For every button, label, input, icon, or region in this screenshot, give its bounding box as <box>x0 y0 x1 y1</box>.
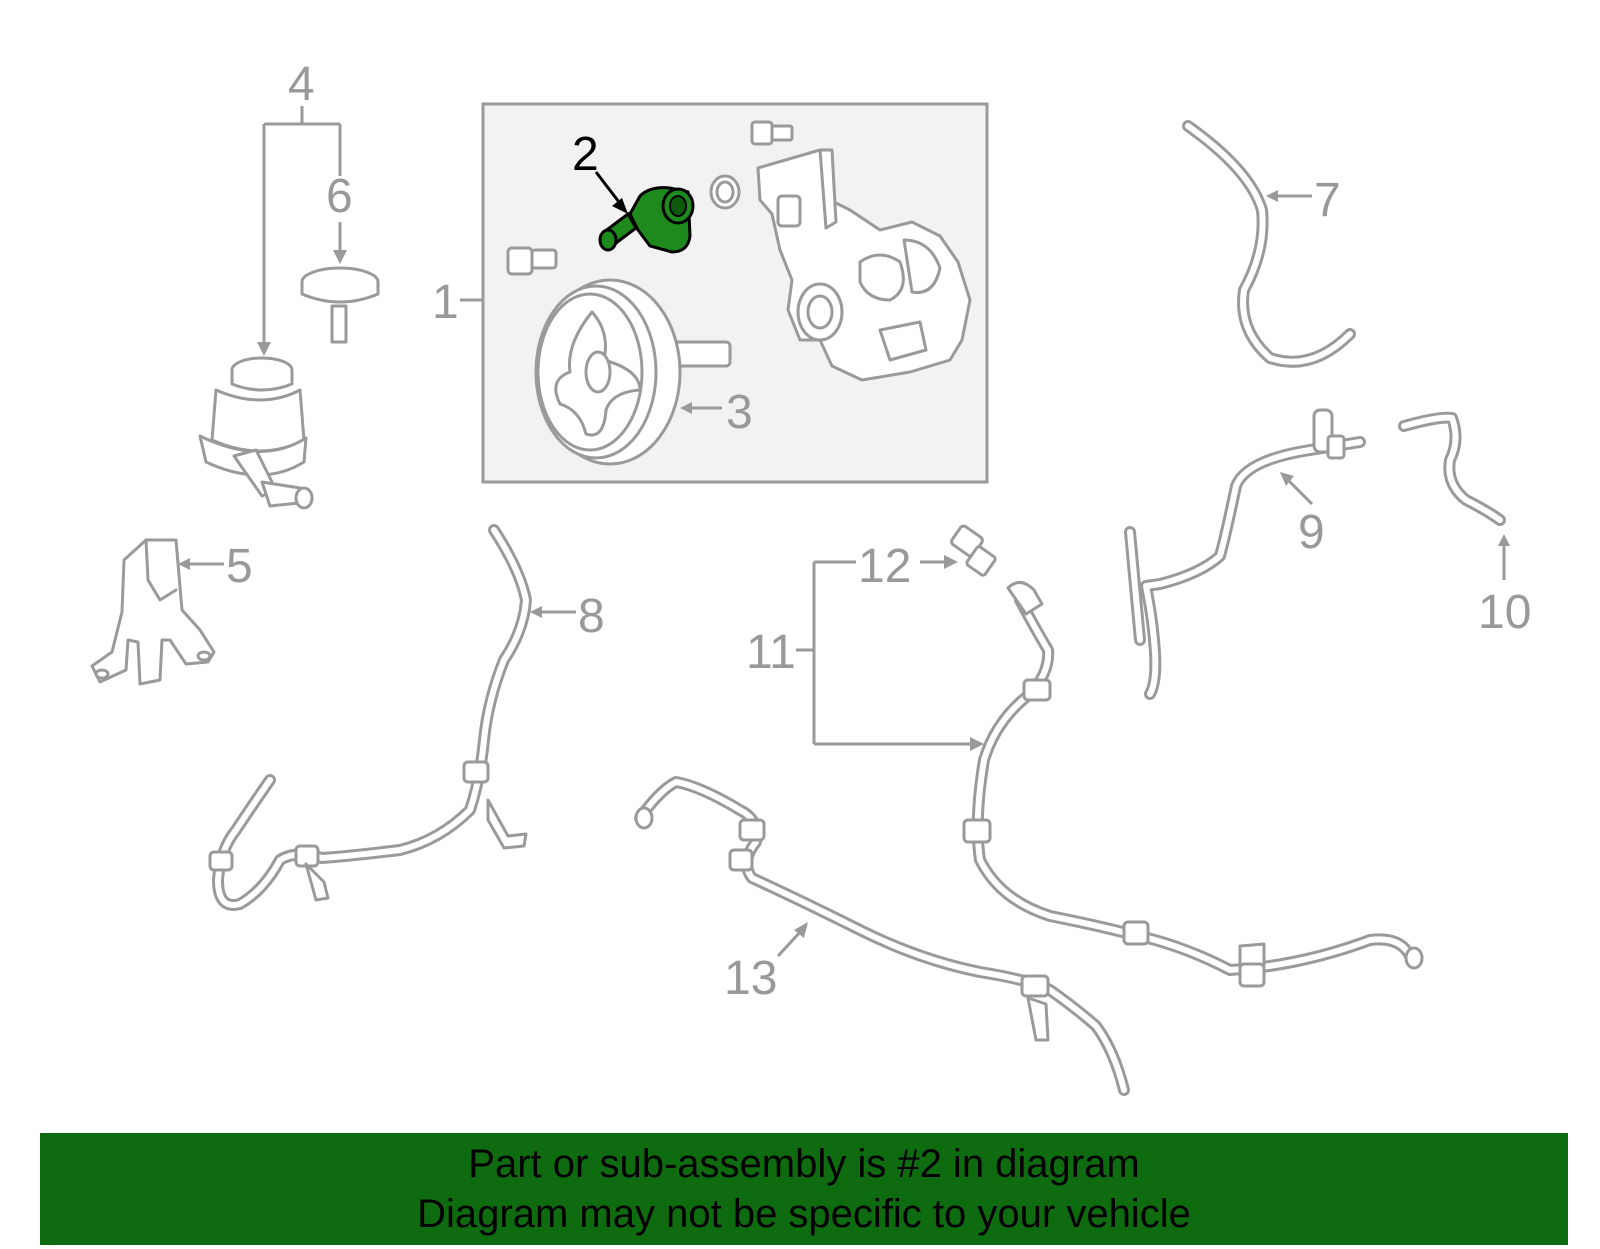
callout-2: 2 <box>572 128 599 181</box>
callout-6: 6 <box>326 170 353 223</box>
callout-7: 7 <box>1314 174 1341 227</box>
callout-11: 11 <box>746 626 796 679</box>
pipe-9 <box>1140 436 1366 700</box>
callout-9: 9 <box>1298 506 1325 559</box>
callout-12: 12 <box>858 540 911 593</box>
callout-1: 1 <box>432 276 459 329</box>
reservoir-cap <box>300 266 380 344</box>
banner-line-1: Part or sub-assembly is #2 in diagram <box>468 1142 1140 1186</box>
callout-10: 10 <box>1478 586 1531 639</box>
callout-9-leader <box>1284 476 1314 506</box>
callout-13: 13 <box>724 952 777 1005</box>
callout-13-leader <box>776 928 804 958</box>
union-bolt <box>506 246 558 276</box>
hose-7 <box>1182 120 1356 368</box>
pump-body <box>756 148 972 382</box>
callout-2-arrow <box>612 198 628 214</box>
info-banner: Part or sub-assembly is #2 in diagram Di… <box>40 1133 1568 1245</box>
banner-line-2: Diagram may not be specific to your vehi… <box>417 1192 1191 1236</box>
hose-8 <box>212 524 532 911</box>
pulley <box>534 278 732 466</box>
reservoir <box>198 356 314 510</box>
callout-3: 3 <box>726 386 753 439</box>
callout-2-leader <box>594 171 624 207</box>
callout-4: 4 <box>288 58 315 111</box>
callout-5: 5 <box>226 540 253 593</box>
bracket <box>90 538 216 686</box>
pressure-switch <box>950 524 997 577</box>
return-hose-13 <box>634 776 1130 1096</box>
part-2-highlighted[interactable] <box>598 186 695 254</box>
callout-8: 8 <box>578 590 605 643</box>
bolt-top <box>750 120 794 146</box>
